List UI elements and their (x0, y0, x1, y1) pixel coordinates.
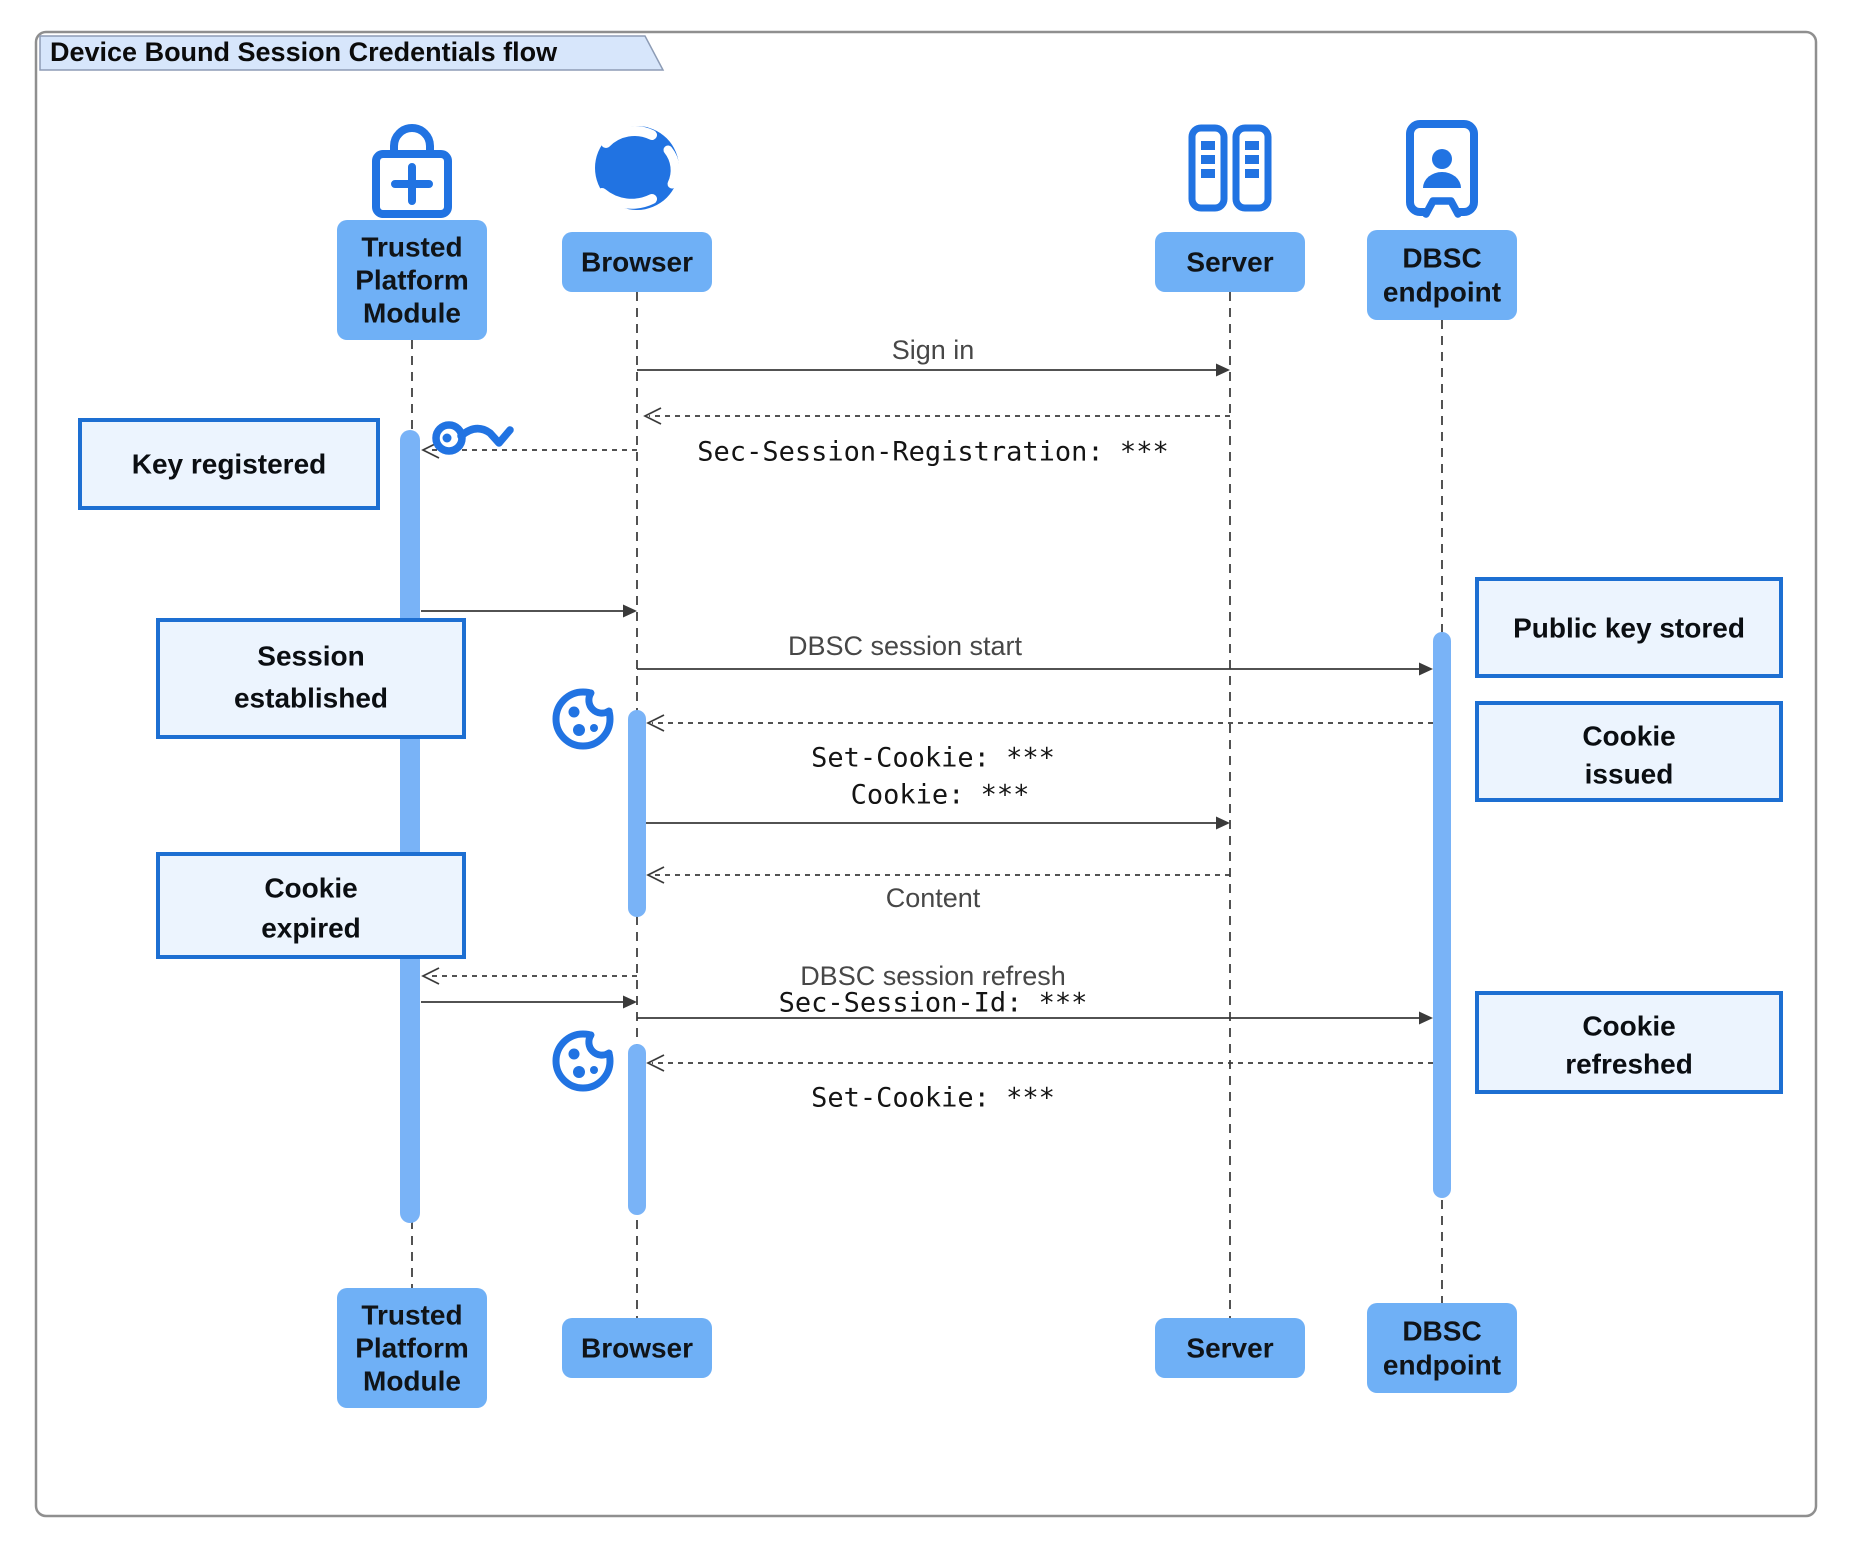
message-arrow-dbsc-session-start (637, 662, 1433, 676)
cookie-icon (552, 1028, 616, 1092)
svg-text:Server: Server (1186, 247, 1273, 278)
participant-top-dbsc-endpoint: DBSC endpoint (1367, 120, 1517, 320)
activation-tpm (400, 430, 420, 1223)
participant-bottom-dbsc-endpoint: DBSC endpoint (1367, 1303, 1517, 1393)
note-public-key-stored: Public key stored (1475, 577, 1783, 678)
message-arrow-cookie (646, 816, 1230, 830)
svg-text:Cookie: Cookie (264, 873, 357, 904)
participant-bottom-browser: Browser (562, 1318, 712, 1378)
svg-text:Platform: Platform (355, 265, 469, 296)
message-label-content: Content (886, 883, 981, 913)
svg-text:Module: Module (363, 298, 461, 329)
key-icon (432, 421, 514, 455)
svg-text:Trusted: Trusted (361, 232, 462, 263)
note-cookie-issued: Cookie issued (1475, 701, 1783, 802)
svg-text:expired: expired (261, 913, 361, 944)
note-cookie-expired: Cookie expired (156, 852, 466, 959)
message-label-set-cookie-2: Set-Cookie: *** (811, 1083, 1055, 1114)
cookie-icon (552, 686, 616, 750)
diagram-title-tab (39, 35, 665, 71)
svg-text:Trusted: Trusted (361, 1300, 462, 1331)
svg-text:Platform: Platform (355, 1333, 469, 1364)
door-person-icon (1406, 120, 1478, 218)
participant-bottom-server: Server (1155, 1318, 1305, 1378)
message-arrow-dbsc-session-refresh (637, 1011, 1433, 1025)
message-arrow-signature-ready (421, 995, 637, 1009)
svg-text:DBSC: DBSC (1402, 243, 1481, 274)
svg-text:Session: Session (257, 641, 364, 672)
svg-text:established: established (234, 683, 388, 714)
message-arrow-sign-in (637, 363, 1230, 377)
message-label-sec-session-registration: Sec-Session-Registration: *** (697, 437, 1168, 468)
svg-text:Module: Module (363, 1366, 461, 1397)
message-label-sign-in: Sign in (892, 335, 975, 365)
svg-text:Browser: Browser (581, 1333, 693, 1364)
note-session-established: Session established (156, 618, 466, 739)
message-arrow-content (646, 866, 1230, 884)
svg-text:Public key stored: Public key stored (1513, 613, 1745, 644)
svg-text:DBSC: DBSC (1402, 1316, 1481, 1347)
participant-bottom-tpm: Trusted Platform Module (337, 1288, 487, 1408)
message-label-cookie: Cookie: *** (851, 780, 1030, 811)
svg-text:refreshed: refreshed (1565, 1049, 1693, 1080)
message-arrow-refresh-sign (421, 967, 637, 985)
participant-top-browser: Browser (562, 126, 712, 292)
activation-dbsc-endpoint (1433, 632, 1451, 1198)
svg-text:Cookie: Cookie (1582, 721, 1675, 752)
note-key-registered: Key registered (78, 418, 380, 510)
message-arrow-set-cookie-1 (646, 714, 1433, 732)
svg-text:issued: issued (1585, 759, 1674, 790)
message-label-sec-session-id: Sec-Session-Id: *** (779, 988, 1088, 1019)
activation-browser-1 (628, 710, 646, 917)
message-label-dbsc-session-start: DBSC session start (788, 631, 1023, 661)
activation-browser-2 (628, 1044, 646, 1215)
message-arrow-set-cookie-2 (646, 1054, 1433, 1072)
svg-text:endpoint: endpoint (1383, 1350, 1501, 1381)
svg-text:endpoint: endpoint (1383, 277, 1501, 308)
participant-top-server: Server (1155, 124, 1305, 292)
message-arrow-key-ready (421, 604, 637, 618)
diagram-title: Device Bound Session Credentials flow (50, 37, 558, 67)
message-arrow-sec-session-registration (643, 407, 1230, 425)
server-rack-icon (1188, 124, 1272, 212)
svg-text:Key registered: Key registered (132, 449, 327, 480)
svg-text:Browser: Browser (581, 247, 693, 278)
globe-icon (595, 126, 680, 210)
svg-text:Server: Server (1186, 1333, 1273, 1364)
message-label-set-cookie-1: Set-Cookie: *** (811, 743, 1055, 774)
diagram-border (34, 30, 1818, 1518)
svg-text:Cookie: Cookie (1582, 1011, 1675, 1042)
participant-top-tpm: Trusted Platform Module (337, 124, 487, 340)
message-label-dbsc-session-refresh: DBSC session refresh (800, 961, 1066, 991)
note-cookie-refreshed: Cookie refreshed (1475, 991, 1783, 1094)
lock-plus-icon (372, 124, 452, 218)
